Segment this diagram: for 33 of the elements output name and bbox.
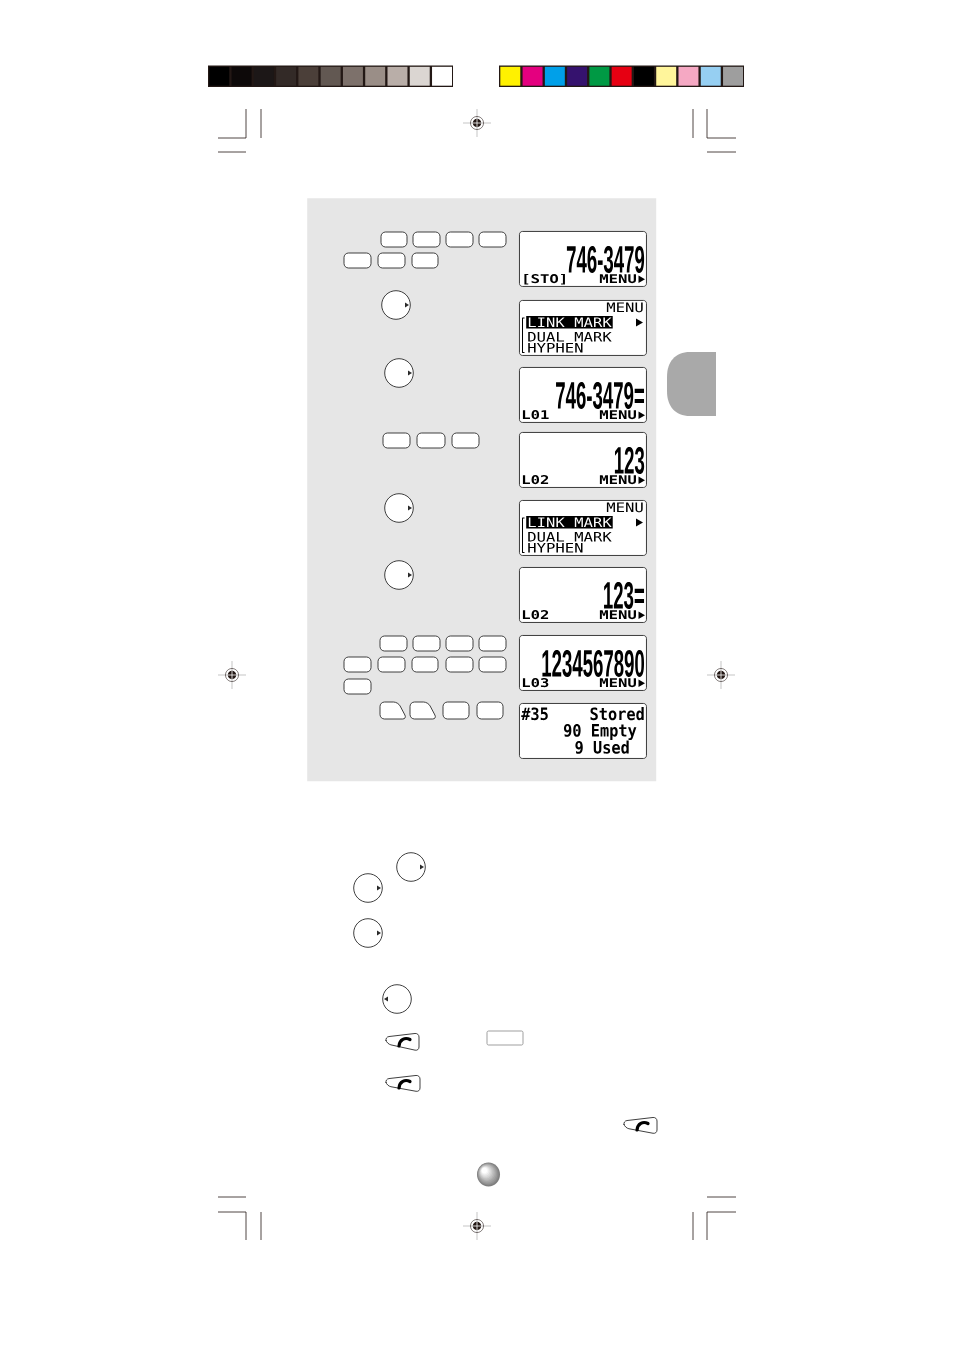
lcd-screen	[519, 703, 647, 759]
menu-item: DUAL MARK	[528, 332, 612, 342]
display-number: 746-3479	[566, 245, 645, 273]
lcd-screen	[519, 432, 647, 488]
lcd-screen	[519, 567, 647, 623]
lcd-screen	[519, 300, 647, 356]
soft-key-label: MENU	[599, 274, 636, 284]
display-text: Stored	[590, 707, 644, 721]
soft-key-label: MENU	[599, 475, 636, 485]
soft-key-label: MENU	[599, 610, 636, 620]
display-label: [STO]	[524, 273, 565, 285]
soft-key-label: MENU	[599, 678, 636, 688]
menu-item: HYPHEN	[528, 543, 583, 553]
lcd-screen	[519, 500, 647, 556]
display-label: L03	[522, 678, 549, 688]
display-text: 90 Empty	[563, 723, 637, 741]
display-label: L02	[522, 475, 549, 485]
display-text: 9 Used	[575, 740, 629, 754]
display-label: L01	[522, 410, 549, 420]
display-number: 123=	[604, 581, 645, 609]
menu-title: MENU	[606, 302, 643, 313]
lcd-screen	[519, 231, 647, 287]
display-number: 1234567890	[542, 650, 644, 677]
menu-title: MENU	[606, 502, 643, 513]
lcd-screen	[519, 367, 647, 423]
menu-item: DUAL MARK	[528, 532, 612, 542]
soft-key-label: MENU	[599, 410, 636, 420]
display-number: 746-3479=	[556, 381, 644, 409]
menu-item: HYPHEN	[528, 343, 583, 353]
display-text: #35	[521, 707, 548, 721]
display-label: L02	[522, 610, 549, 620]
lcd-screen	[519, 635, 647, 691]
display-number: 123	[614, 446, 645, 474]
